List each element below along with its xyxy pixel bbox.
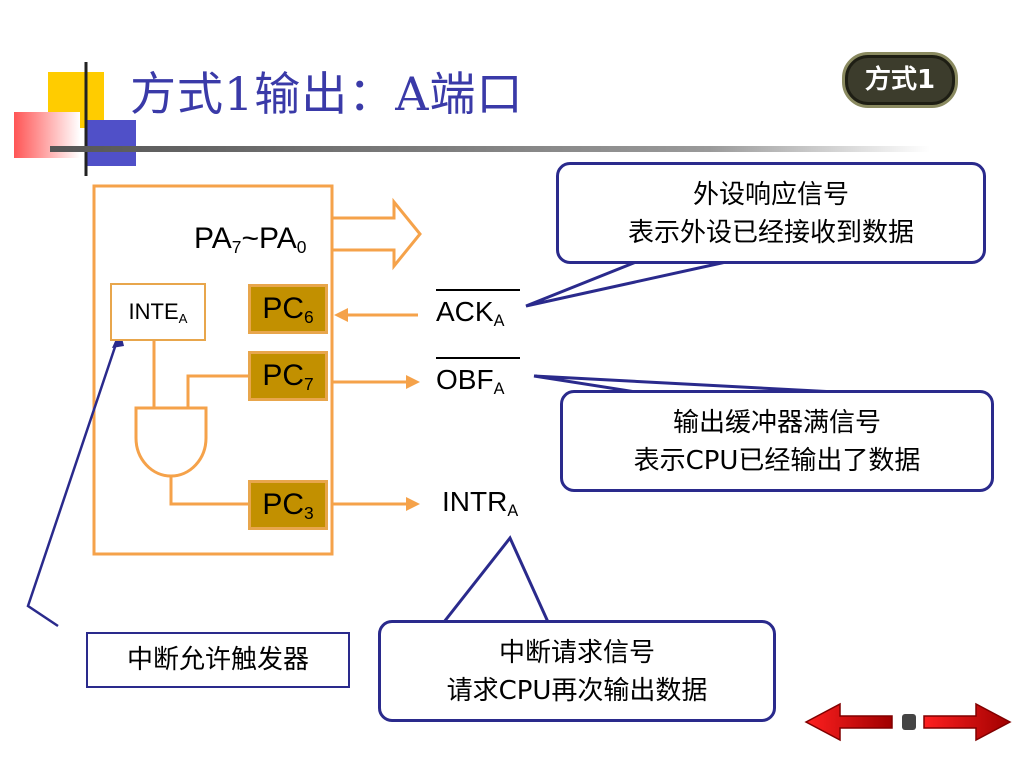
inte-flipflop: INTEA <box>110 283 206 341</box>
obf-signal-label: OBFA <box>436 364 505 398</box>
ack-callout-tail <box>525 260 727 308</box>
ack-signal-label: ACKA <box>436 296 505 330</box>
arrow-right-icon[interactable] <box>923 702 1012 742</box>
port-a-box <box>92 184 334 556</box>
mode-badge-button[interactable]: 方式1 <box>842 52 958 108</box>
arrow-left-icon[interactable] <box>804 702 893 742</box>
slide-title: 方式1输出：A端口 <box>130 67 524 121</box>
intr-callout-line1: 中断请求信号 <box>498 638 655 668</box>
pa-bus-arrow <box>330 197 422 271</box>
ack-arrowhead <box>334 308 348 322</box>
intr-callout-line2: 请求CPU再次输出数据 <box>446 676 708 706</box>
pin-pc7: PC7 <box>248 351 328 401</box>
intr-callout: 中断请求信号 请求CPU再次输出数据 <box>378 620 776 722</box>
title-underline <box>50 146 930 152</box>
obf-callout-line2: 表示CPU已经输出了数据 <box>633 446 921 476</box>
obf-callout-line1: 输出缓冲器满信号 <box>672 408 881 438</box>
wire-gate-to-pc3 <box>169 476 248 506</box>
nav-separator-dot <box>902 714 916 730</box>
pa-bus-label: PA7~PA0 <box>194 222 307 258</box>
pin-pc6: PC6 <box>248 284 328 334</box>
inte-description-label: 中断允许触发器 <box>86 632 350 688</box>
intr-callout-tail <box>440 535 551 624</box>
pin-pc3: PC3 <box>248 480 328 530</box>
ack-callout: 外设响应信号 表示外设已经接收到数据 <box>556 162 986 264</box>
wire-pc7-to-gate <box>186 374 248 408</box>
intr-signal-label: INTRA <box>442 486 519 520</box>
obf-arrowhead <box>406 375 420 389</box>
inte-pointer-line <box>26 337 120 628</box>
ack-callout-line1: 外设响应信号 <box>692 180 849 210</box>
ack-callout-line2: 表示外设已经接收到数据 <box>627 218 914 248</box>
obf-callout: 输出缓冲器满信号 表示CPU已经输出了数据 <box>560 390 994 492</box>
and-gate <box>134 406 208 478</box>
intr-arrowhead <box>406 497 420 511</box>
corner-blue-square <box>86 120 136 166</box>
